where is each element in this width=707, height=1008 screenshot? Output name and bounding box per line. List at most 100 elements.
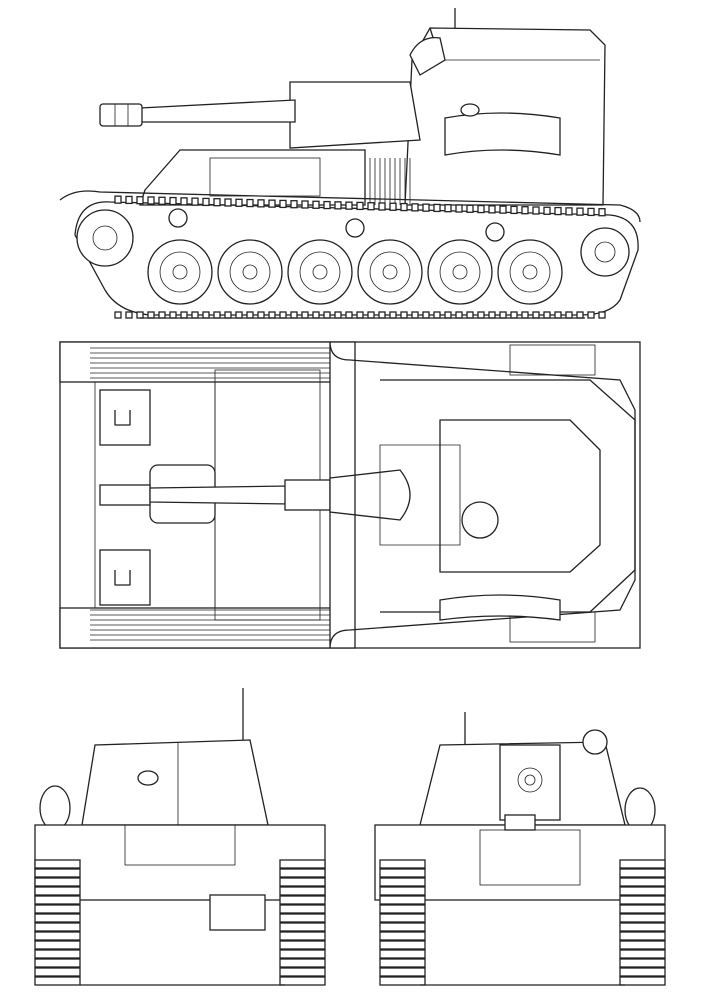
track-link bbox=[619, 877, 666, 887]
track-link bbox=[379, 868, 426, 878]
track-link bbox=[279, 940, 326, 950]
track-tooth bbox=[301, 200, 309, 209]
track-link bbox=[619, 967, 666, 977]
road-wheels bbox=[147, 239, 563, 305]
fender-treads bbox=[90, 347, 330, 641]
track-link bbox=[34, 859, 81, 869]
lamp bbox=[582, 729, 608, 755]
lamp bbox=[460, 103, 480, 117]
track-link bbox=[34, 922, 81, 932]
track-tooth bbox=[433, 311, 441, 319]
fender-right bbox=[59, 607, 356, 649]
track-tooth bbox=[488, 205, 496, 214]
track-tooth bbox=[521, 206, 529, 215]
fender-left bbox=[59, 341, 356, 383]
track-link bbox=[379, 967, 426, 977]
track-tooth bbox=[466, 204, 474, 213]
road-wheel-hub bbox=[382, 264, 398, 280]
track-tooth bbox=[576, 207, 584, 216]
track-link bbox=[619, 895, 666, 905]
track-tooth bbox=[400, 311, 408, 319]
track-tooth bbox=[290, 200, 298, 209]
track-tooth bbox=[257, 199, 265, 208]
road-wheel-hub bbox=[172, 264, 188, 280]
track-link bbox=[379, 940, 426, 950]
idler-wheel bbox=[580, 227, 630, 277]
track-tooth bbox=[356, 201, 364, 211]
track-tooth bbox=[422, 203, 430, 212]
track-tooth bbox=[389, 202, 397, 211]
track-link bbox=[279, 922, 326, 932]
track-tooth bbox=[433, 203, 441, 213]
track-tooth bbox=[158, 196, 166, 205]
track-tooth bbox=[158, 311, 166, 319]
track-tooth bbox=[180, 197, 188, 206]
road-wheel bbox=[147, 239, 213, 305]
track-tooth bbox=[367, 202, 375, 211]
track-tooth bbox=[114, 195, 122, 204]
track-tooth bbox=[543, 206, 551, 215]
track-tooth bbox=[587, 311, 595, 319]
track-link bbox=[279, 868, 326, 878]
track-link bbox=[619, 940, 666, 950]
track-tooth bbox=[246, 198, 254, 208]
track-tooth bbox=[598, 208, 606, 217]
track-tooth bbox=[136, 196, 144, 205]
track-tooth bbox=[213, 311, 221, 319]
track-link bbox=[279, 949, 326, 959]
track-tooth bbox=[213, 198, 221, 207]
track-link bbox=[379, 931, 426, 941]
track-tooth bbox=[312, 311, 320, 319]
track-tooth bbox=[455, 311, 463, 319]
track-link bbox=[34, 868, 81, 878]
track-tooth bbox=[334, 201, 342, 210]
gun-barrel-top bbox=[149, 485, 291, 505]
track-tooth bbox=[587, 207, 595, 217]
track-tooth bbox=[312, 200, 320, 209]
road-wheel-rim bbox=[159, 251, 201, 293]
track-tooth bbox=[499, 205, 507, 214]
track-links bbox=[114, 195, 606, 319]
track-link bbox=[34, 967, 81, 977]
road-wheel bbox=[427, 239, 493, 305]
gun-mantlet bbox=[409, 36, 446, 76]
track-tooth bbox=[191, 197, 199, 206]
track-tooth bbox=[411, 203, 419, 212]
track-tooth bbox=[378, 311, 386, 319]
track-tooth bbox=[323, 311, 331, 319]
track-link bbox=[379, 949, 426, 959]
road-wheel-hub bbox=[312, 264, 328, 280]
track-tooth bbox=[378, 202, 386, 211]
track-tooth bbox=[202, 197, 210, 207]
track-link bbox=[279, 931, 326, 941]
road-wheel-hub bbox=[242, 264, 258, 280]
track-tooth bbox=[290, 311, 298, 319]
track-tooth bbox=[136, 311, 144, 319]
track-tooth bbox=[147, 196, 155, 205]
track-tooth bbox=[521, 311, 529, 319]
front-view bbox=[34, 688, 326, 986]
towing-hook bbox=[504, 814, 536, 831]
track-tooth bbox=[169, 196, 177, 206]
track-link bbox=[279, 904, 326, 914]
track-tooth bbox=[235, 311, 243, 319]
track-link bbox=[279, 859, 326, 869]
track-tooth bbox=[147, 311, 155, 319]
track-link bbox=[379, 859, 426, 869]
road-wheel-hub bbox=[452, 264, 468, 280]
road-wheel-hub bbox=[522, 264, 538, 280]
track-link bbox=[279, 886, 326, 896]
track-link bbox=[379, 904, 426, 914]
track-link bbox=[279, 958, 326, 968]
tracks-rear bbox=[379, 859, 666, 986]
tracks-front bbox=[34, 859, 326, 986]
track-link bbox=[279, 895, 326, 905]
track-tooth bbox=[246, 311, 254, 319]
road-wheel-rim bbox=[369, 251, 411, 293]
track-tooth bbox=[532, 311, 540, 319]
track-link bbox=[379, 922, 426, 932]
stowage-roll-top bbox=[439, 594, 561, 621]
track-tooth bbox=[257, 311, 265, 319]
rear-view bbox=[374, 712, 666, 986]
